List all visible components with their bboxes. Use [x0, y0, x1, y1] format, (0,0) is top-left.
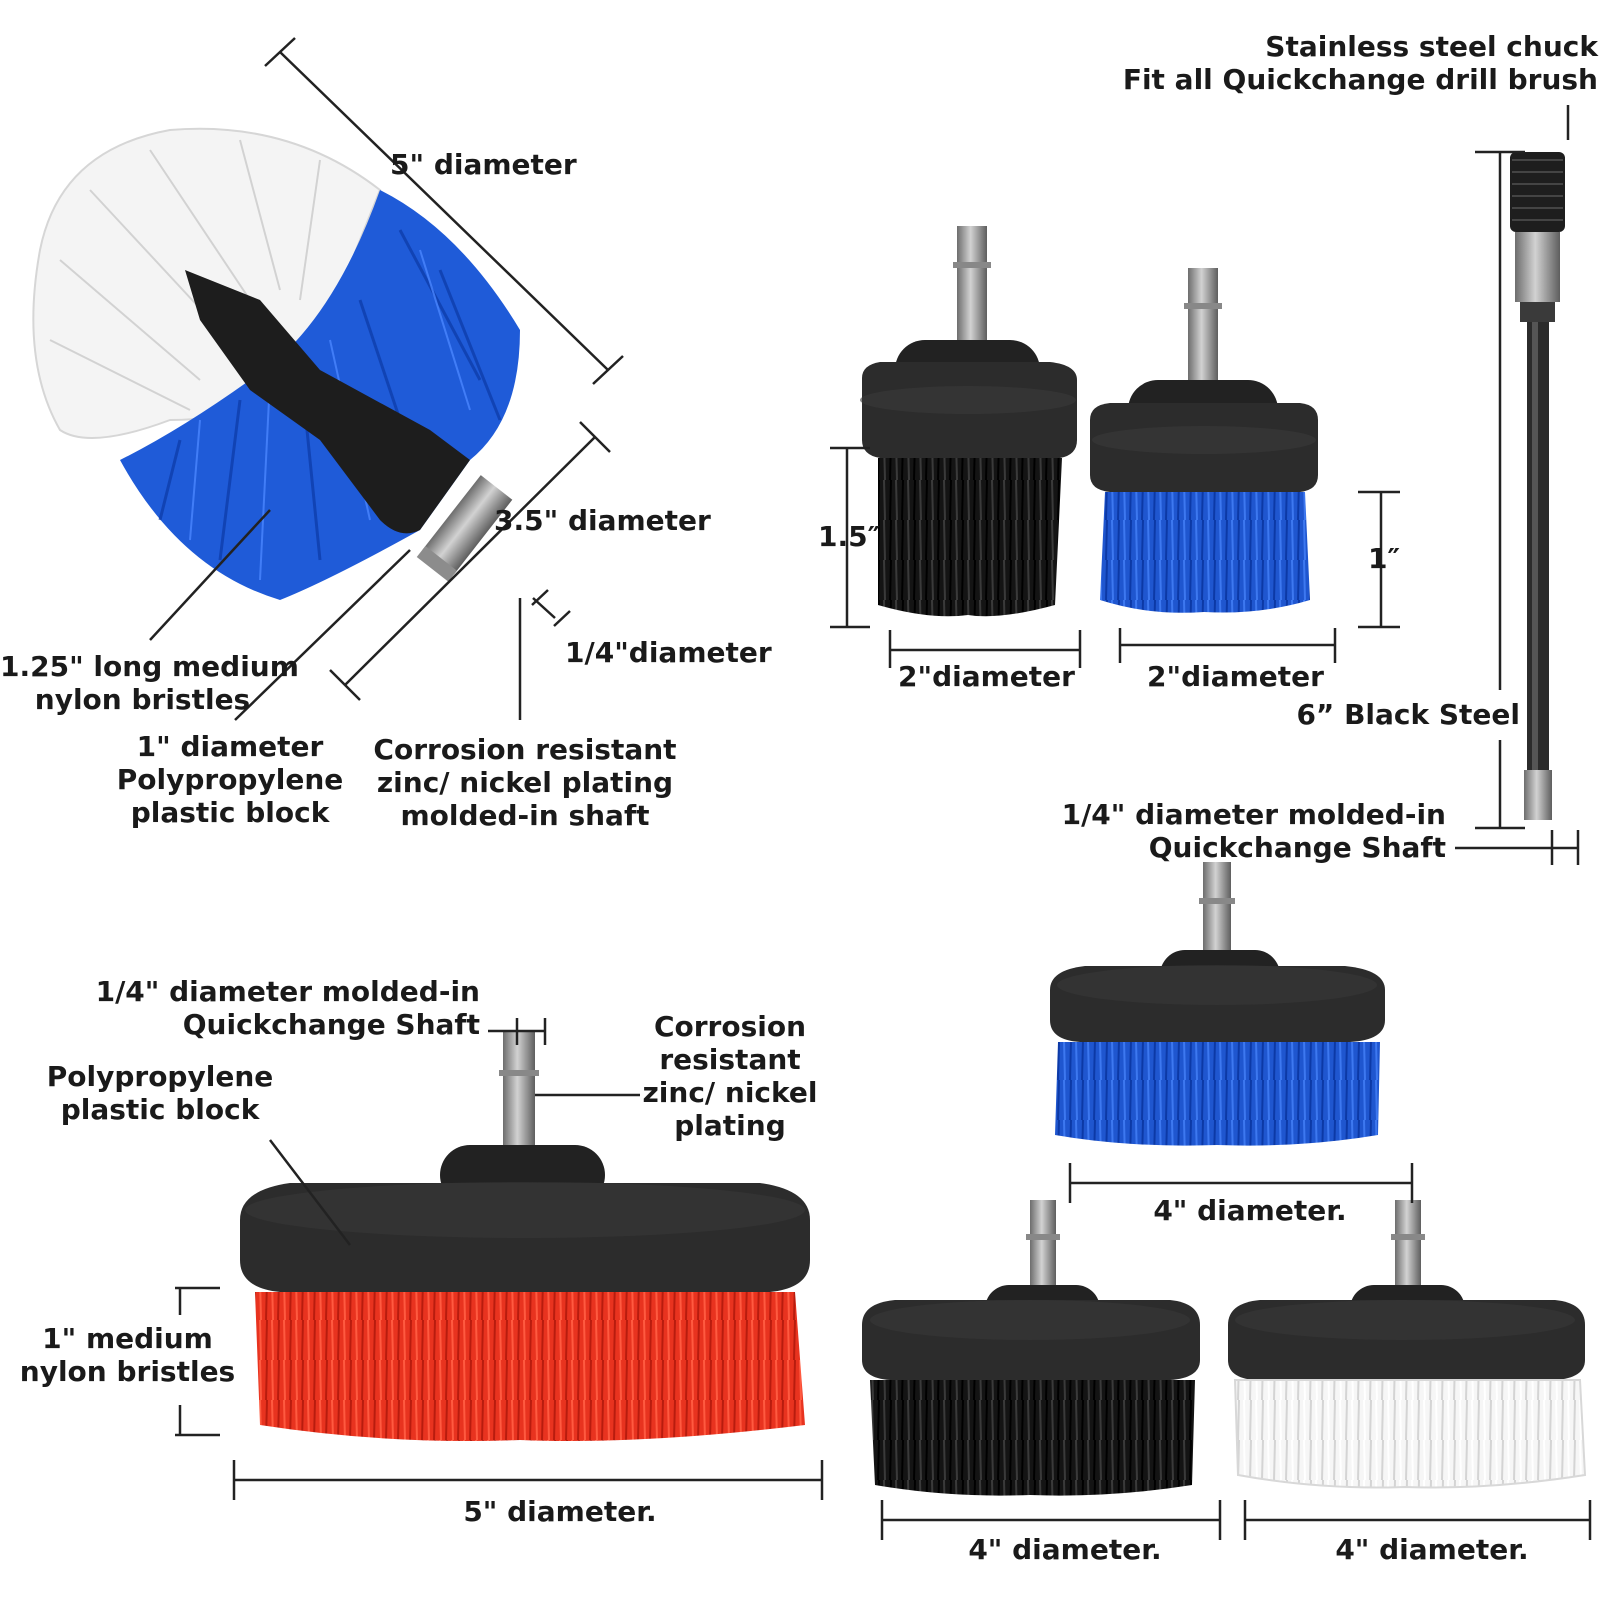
white-4in-brush	[1228, 1200, 1587, 1489]
white-4in-diameter-label: 4" diameter.	[1335, 1533, 1529, 1566]
small-blue-brush	[1090, 268, 1318, 613]
small-black-brush	[860, 226, 1077, 617]
cone-block-label: 1" diameter Polypropylene plastic block	[116, 730, 344, 829]
black-4in-diameter-label: 4" diameter.	[968, 1533, 1162, 1566]
red-bristles-label: 1" medium nylon bristles	[19, 1322, 236, 1388]
red-plating-label: Corrosion resistant zinc/ nickel plating	[642, 1010, 818, 1142]
small-black-height-label: 1.5″	[818, 520, 881, 553]
small-black-diameter-label: 2"diameter	[898, 660, 1075, 693]
chuck-length-label: 6” Black Steel	[1296, 698, 1520, 731]
black-4in-brush	[862, 1200, 1200, 1496]
chuck-shaft-label: 1/4" diameter molded-in Quickchange Shaf…	[1061, 798, 1446, 864]
cone-bristles-label: 1.25" long medium nylon bristles	[0, 650, 299, 716]
small-blue-diameter-label: 2"diameter	[1147, 660, 1324, 693]
extension-chuck	[1510, 152, 1565, 820]
chuck-title-label: Stainless steel chuck Fit all Quickchang…	[1122, 30, 1598, 96]
red-block-label: Polypropylene plastic block	[46, 1060, 274, 1126]
cone-35in-diameter-label: 3.5" diameter	[494, 504, 711, 537]
cone-5in-diameter-label: 5" diameter	[390, 148, 577, 181]
red-shaft-label: 1/4" diameter molded-in Quickchange Shaf…	[95, 975, 480, 1041]
cone-quarter-diameter-label: 1/4"diameter	[565, 636, 772, 669]
small-blue-height-label: 1″	[1368, 542, 1400, 575]
blue-4in-brush	[1050, 862, 1385, 1146]
cone-shaft-label: Corrosion resistant zinc/ nickel plating…	[373, 733, 677, 832]
red-diameter-label: 5" diameter.	[463, 1495, 657, 1528]
cone-drill-brush	[32, 127, 520, 600]
blue-4in-diameter-label: 4" diameter.	[1153, 1194, 1347, 1227]
cone-shaft	[416, 475, 513, 582]
cone-plastic-core	[185, 270, 470, 534]
dimension-lines	[149, 37, 1592, 1540]
large-red-brush	[240, 1030, 810, 1441]
